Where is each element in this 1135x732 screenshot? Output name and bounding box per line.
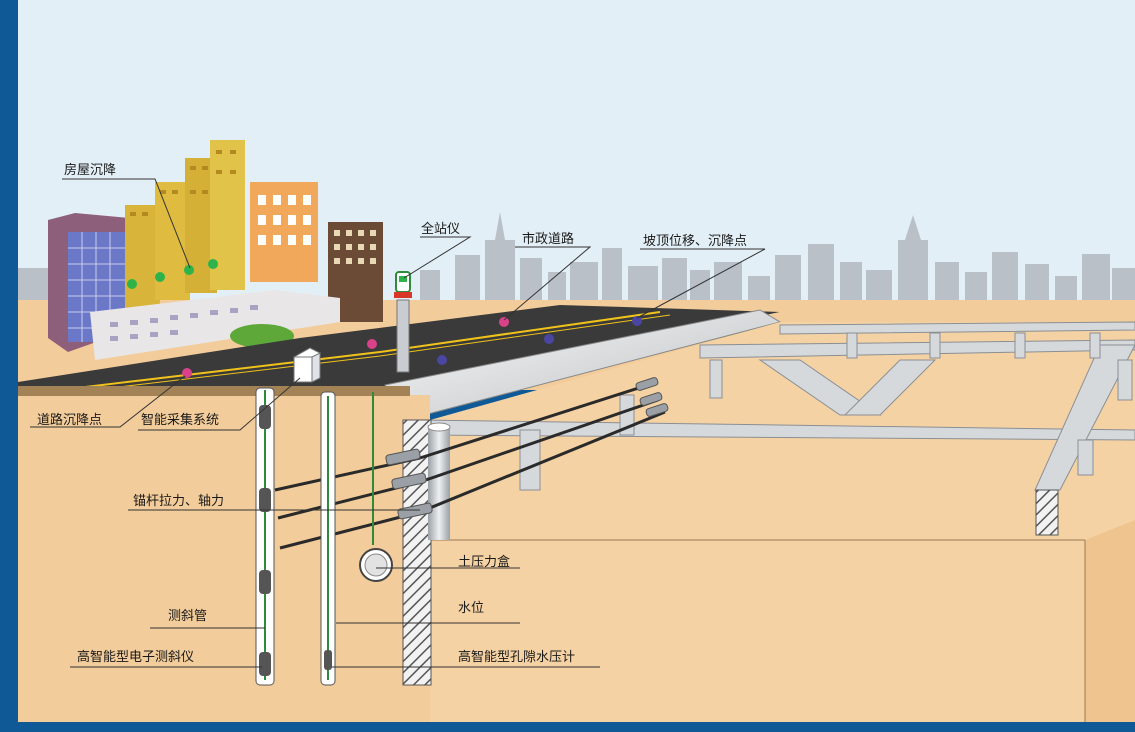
strut-end — [1035, 489, 1059, 536]
anchor-heads — [385, 377, 669, 520]
corner-column — [428, 425, 450, 540]
total-station — [394, 271, 412, 373]
inclinometer-sensors — [259, 405, 271, 676]
retaining-pile — [402, 419, 432, 686]
label-total-station: 全站仪 — [421, 221, 460, 237]
buildings — [48, 140, 383, 360]
acquisition-box — [292, 347, 322, 383]
label-house-settlement: 房屋沉降 — [64, 162, 116, 178]
label-inclinometer-tube: 测斜管 — [168, 609, 207, 624]
label-anchor-force: 锚杆拉力、轴力 — [133, 494, 224, 509]
ground-surface-line — [18, 386, 410, 396]
road-centerline — [59, 311, 661, 391]
label-slope-top: 坡顶位移、沉降点 — [643, 234, 747, 249]
monitoring-points — [127, 259, 642, 378]
label-earth-pressure: 土压力盒 — [458, 554, 510, 570]
leader-lines — [30, 178, 766, 668]
label-pore-pressure: 高智能型孔隙水压计 — [458, 649, 575, 665]
pit-wall-back — [1085, 520, 1135, 728]
support-struts — [419, 321, 1135, 491]
pore-pressure-gauge — [324, 650, 332, 670]
label-smart-acquisition: 智能采集系统 — [141, 412, 219, 428]
label-municipal-road: 市政道路 — [522, 231, 574, 247]
label-electronic-inclinometer: 高智能型电子测斜仪 — [77, 649, 194, 665]
anchor-rods — [274, 383, 666, 550]
label-water-level: 水位 — [458, 601, 484, 616]
label-road-settlement: 道路沉降点 — [37, 412, 102, 428]
bottom-border — [18, 722, 1135, 728]
